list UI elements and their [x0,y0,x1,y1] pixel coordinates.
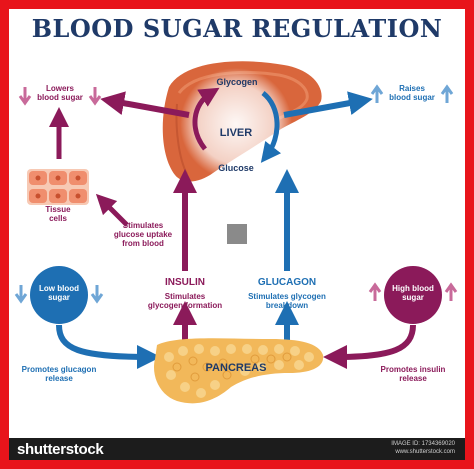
glycogen-label: Glycogen [216,77,257,87]
high-sugar-up-arrows-icon [368,282,458,301]
glucose-label: Glucose [218,163,254,173]
uptake-arrow [95,193,129,227]
high-sugar-circle [384,266,442,324]
pancreas-illustration [153,338,324,404]
raises-sugar-arrow [283,91,373,118]
low-sugar-down-arrows-icon [14,285,104,304]
glycogen-breakdown-arrow [260,91,282,163]
pancreas-label: PANCREAS [206,362,267,374]
diagram-canvas: BLOOD SUGAR REGULATION [9,9,465,460]
high-sugar-to-pancreas-arrow [323,324,416,369]
tissue-cells-illustration [27,169,89,205]
low-sugar-to-pancreas-arrow [56,324,161,369]
liver-label: LIVER [220,127,252,139]
image-meta: IMAGE ID: 1734369020 www.shutterstock.co… [391,441,455,456]
glucagon-block: GLUCAGON Stimulates glycogen breakdown [237,277,337,310]
glucagon-title: GLUCAGON [257,277,317,288]
down-arrows-left-icon [18,87,102,106]
up-arrows-right-icon [370,84,454,103]
lowers-sugar-arrow [100,91,190,118]
insulin-block: INSULIN Stimulates glycogen formation [137,277,233,310]
diagram-title: BLOOD SUGAR REGULATION [31,14,443,43]
insulin-title: INSULIN [165,277,205,288]
glycogen-formation-arrow [192,87,220,151]
low-sugar-circle [30,266,88,324]
shutterstock-logo[interactable]: shutterstock [17,441,104,458]
placeholder-box [227,224,247,244]
footer-bar: shutterstock IMAGE ID: 1734369020 www.sh… [9,438,465,460]
diagram-graphics: LIVER Glycogen Glucose PANCREAS [14,61,458,404]
